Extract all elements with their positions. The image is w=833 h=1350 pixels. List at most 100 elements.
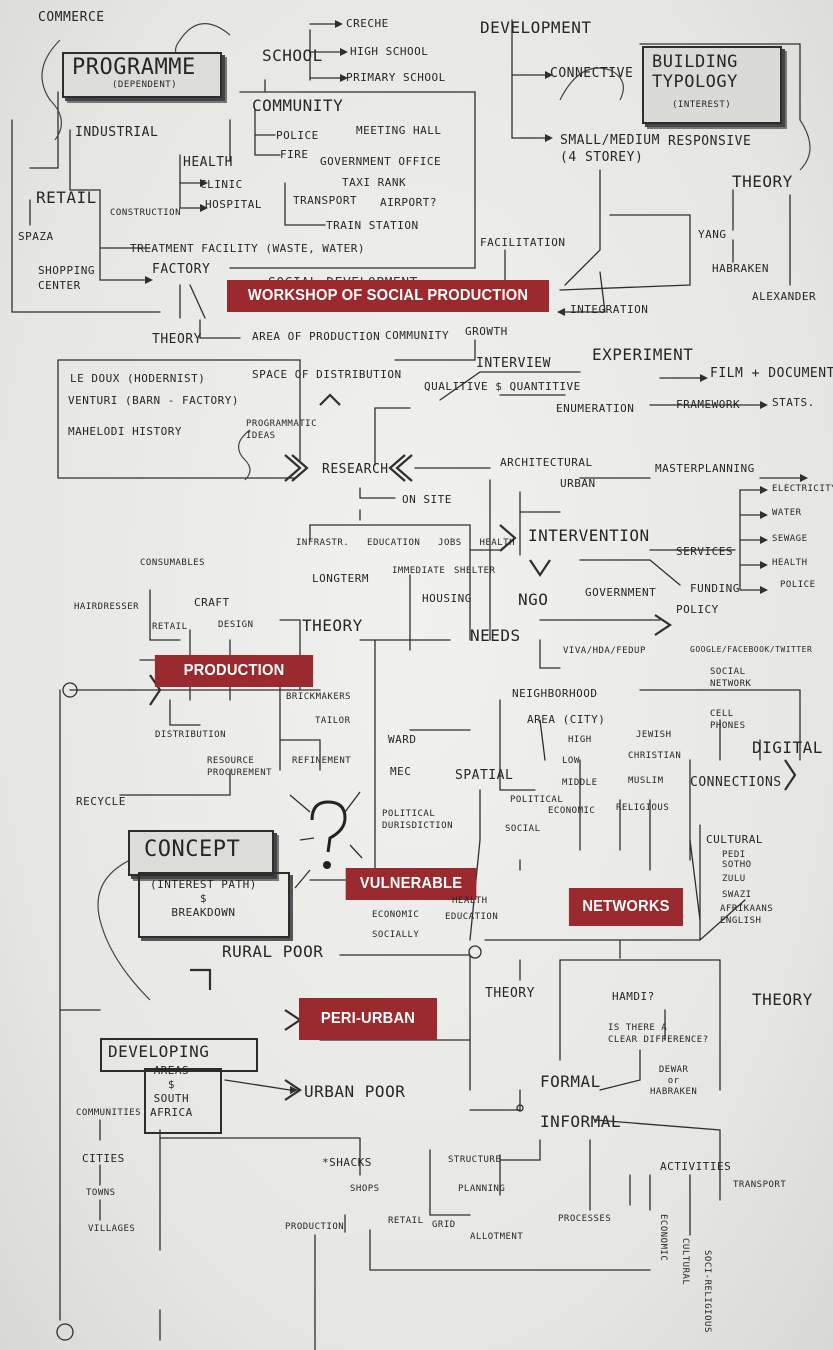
node-police: POLICE	[276, 129, 319, 142]
node-services: SERVICES	[676, 545, 733, 558]
node-political: POLITICAL DURISDICTION	[382, 809, 454, 831]
node-towns: TOWNS	[86, 1188, 116, 1198]
node-integration: INTEGRATION	[570, 303, 649, 316]
node-interview: INTERVIEW	[476, 356, 551, 371]
node-community2: COMMUNITY	[385, 329, 450, 342]
node-alexander: ALEXANDER	[752, 290, 817, 303]
node-afrikaans: AFRIKAANS	[720, 904, 774, 914]
node-venturi: VENTURI (BARN - FACTORY)	[68, 394, 239, 407]
node-small-medium: SMALL/MEDIUM (4 STOREY)	[560, 133, 660, 165]
node-ward: WARD	[388, 733, 417, 746]
node-google: GOOGLE/FACEBOOK/TWITTER	[690, 645, 813, 654]
node-police2: POLICE	[780, 580, 816, 590]
node-spatial: SPATIAL	[455, 768, 514, 783]
node-villages: VILLAGES	[88, 1224, 136, 1234]
node-processes: PROCESSES	[558, 1214, 612, 1224]
node-digital: DIGITAL	[752, 738, 823, 757]
node-formal: FORMAL	[540, 1072, 601, 1091]
node-structure: STRUCTURE	[448, 1155, 502, 1165]
node-funding: FUNDING	[690, 582, 740, 595]
node-space-distribution: SPACE OF DISTRIBUTION	[252, 368, 402, 381]
node-design: DESIGN	[218, 620, 254, 630]
node-sewage: SEWAGE	[772, 534, 808, 544]
node-areas: AREAS $ SOUTH AFRICA	[150, 1064, 193, 1119]
node-programme: PROGRAMME	[72, 55, 196, 80]
node-economic: ECONOMIC	[548, 806, 596, 816]
node-cities: CITIES	[82, 1152, 125, 1165]
node-treatment: TREATMENT FACILITY (WASTE, WATER)	[130, 242, 366, 255]
node-factory: FACTORY	[152, 262, 211, 277]
node-rural-poor: RURAL POOR	[222, 942, 324, 961]
node-socio-religious: SOCI-RELIGIOUS	[702, 1250, 712, 1333]
node-creche: CRECHE	[346, 17, 389, 30]
node-shopping-center: SHOPPING CENTER	[38, 264, 95, 292]
interest-path-box	[138, 872, 290, 938]
node-christian: CHRISTIAN	[628, 751, 682, 761]
node-distribution: DISTRIBUTION	[155, 730, 227, 740]
node-facilitation: FACILITATION	[480, 236, 566, 249]
node-meeting-hall: MEETING HALL	[356, 124, 442, 137]
node-is-there: IS THERE A CLEAR DIFFERENCE?	[608, 1023, 709, 1045]
node-masterplanning: MASTERPLANNING	[655, 462, 755, 475]
node-intervention: INTERVENTION	[528, 526, 650, 545]
node-economic3: ECONOMIC	[658, 1214, 668, 1262]
node-connections: CONNECTIONS	[690, 775, 782, 790]
node-fire: FIRE	[280, 148, 309, 161]
node-qualitive: QUALITIVE $ QUANTITIVE	[424, 380, 581, 393]
banner-networks: NETWORKS	[568, 888, 684, 926]
node-pedi: PEDI SOTHO	[722, 850, 752, 870]
node-zulu: ZULU	[722, 874, 746, 884]
node-shelter: SHELTER	[454, 566, 496, 576]
node-on-site: ON SITE	[402, 493, 452, 506]
node-primary: PRIMARY SCHOOL	[346, 71, 446, 84]
node-development-top: DEVELOPMENT	[480, 18, 592, 37]
node-informal: INFORMAL	[540, 1112, 622, 1131]
node-tailor: TAILOR	[315, 716, 351, 726]
node-building-typology: BUILDING TYPOLOGY	[652, 52, 738, 92]
node-vulnerable-health: HEALTH	[452, 896, 488, 906]
node-consumables: CONSUMABLES	[140, 558, 206, 568]
node-socially: SOCIALLY	[372, 930, 420, 940]
node-planning: PLANNING	[458, 1184, 506, 1194]
node-refinement: REFINEMENT	[292, 756, 352, 766]
node-framework: FRAMEWORK	[676, 398, 741, 411]
developing-box	[100, 1038, 258, 1072]
node-taxi-rank: TAXI RANK	[342, 176, 407, 189]
node-high: HIGH	[568, 735, 592, 745]
banner-workshop: WORKSHOP OF SOCIAL PRODUCTION	[227, 280, 549, 312]
node-habraken: HABRAKEN	[712, 262, 769, 275]
node-urban-poor: URBAN POOR	[304, 1082, 406, 1101]
node-le-doux: LE DOUX (HODERNIST)	[70, 372, 206, 385]
node-commerce: COMMERCE	[38, 10, 105, 25]
node-cultural2: CULTURAL	[680, 1238, 690, 1286]
node-experiment: EXPERIMENT	[592, 345, 694, 364]
node-film: FILM + DOCUMENT	[710, 366, 833, 381]
node-hairdresser: HAIRDRESSER	[74, 602, 140, 612]
node-swazi: SWAZI	[722, 890, 752, 900]
node-grid: GRID	[432, 1220, 456, 1230]
node-needs: NEEDS	[470, 626, 521, 645]
node-yang: YANG	[698, 228, 727, 241]
node-recycle: RECYCLE	[76, 795, 126, 808]
node-interest: (INTEREST)	[672, 100, 732, 110]
node-spaza: SPAZA	[18, 230, 54, 243]
node-stats: STATS.	[772, 396, 815, 409]
node-government: GOVERNMENT	[585, 586, 657, 599]
node-muslim: MUSLIM	[628, 776, 664, 786]
node-activities: ACTIVITIES	[660, 1160, 732, 1173]
banner-peri-urban: PERI-URBAN	[299, 998, 437, 1040]
node-immediate: IMMEDIATE	[392, 566, 446, 576]
node-longterm: LONGTERM	[312, 572, 369, 585]
node-concept: CONCEPT	[144, 837, 241, 862]
node-production-low: PRODUCTION	[285, 1222, 345, 1232]
node-highschool: HIGH SCHOOL	[350, 45, 429, 58]
node-dewar: DEWAR or HABRAKEN	[650, 1065, 698, 1097]
node-social-network: SOCIAL NETWORK	[710, 667, 752, 689]
node-industrial: INDUSTRIAL	[75, 125, 159, 140]
node-resource: RESOURCE PROCUREMENT	[207, 756, 273, 778]
node-mec: MEC	[390, 765, 412, 778]
node-area-of-production: AREA OF PRODUCTION	[252, 330, 381, 343]
node-retail: RETAIL	[36, 188, 97, 207]
areas-box	[144, 1068, 222, 1134]
